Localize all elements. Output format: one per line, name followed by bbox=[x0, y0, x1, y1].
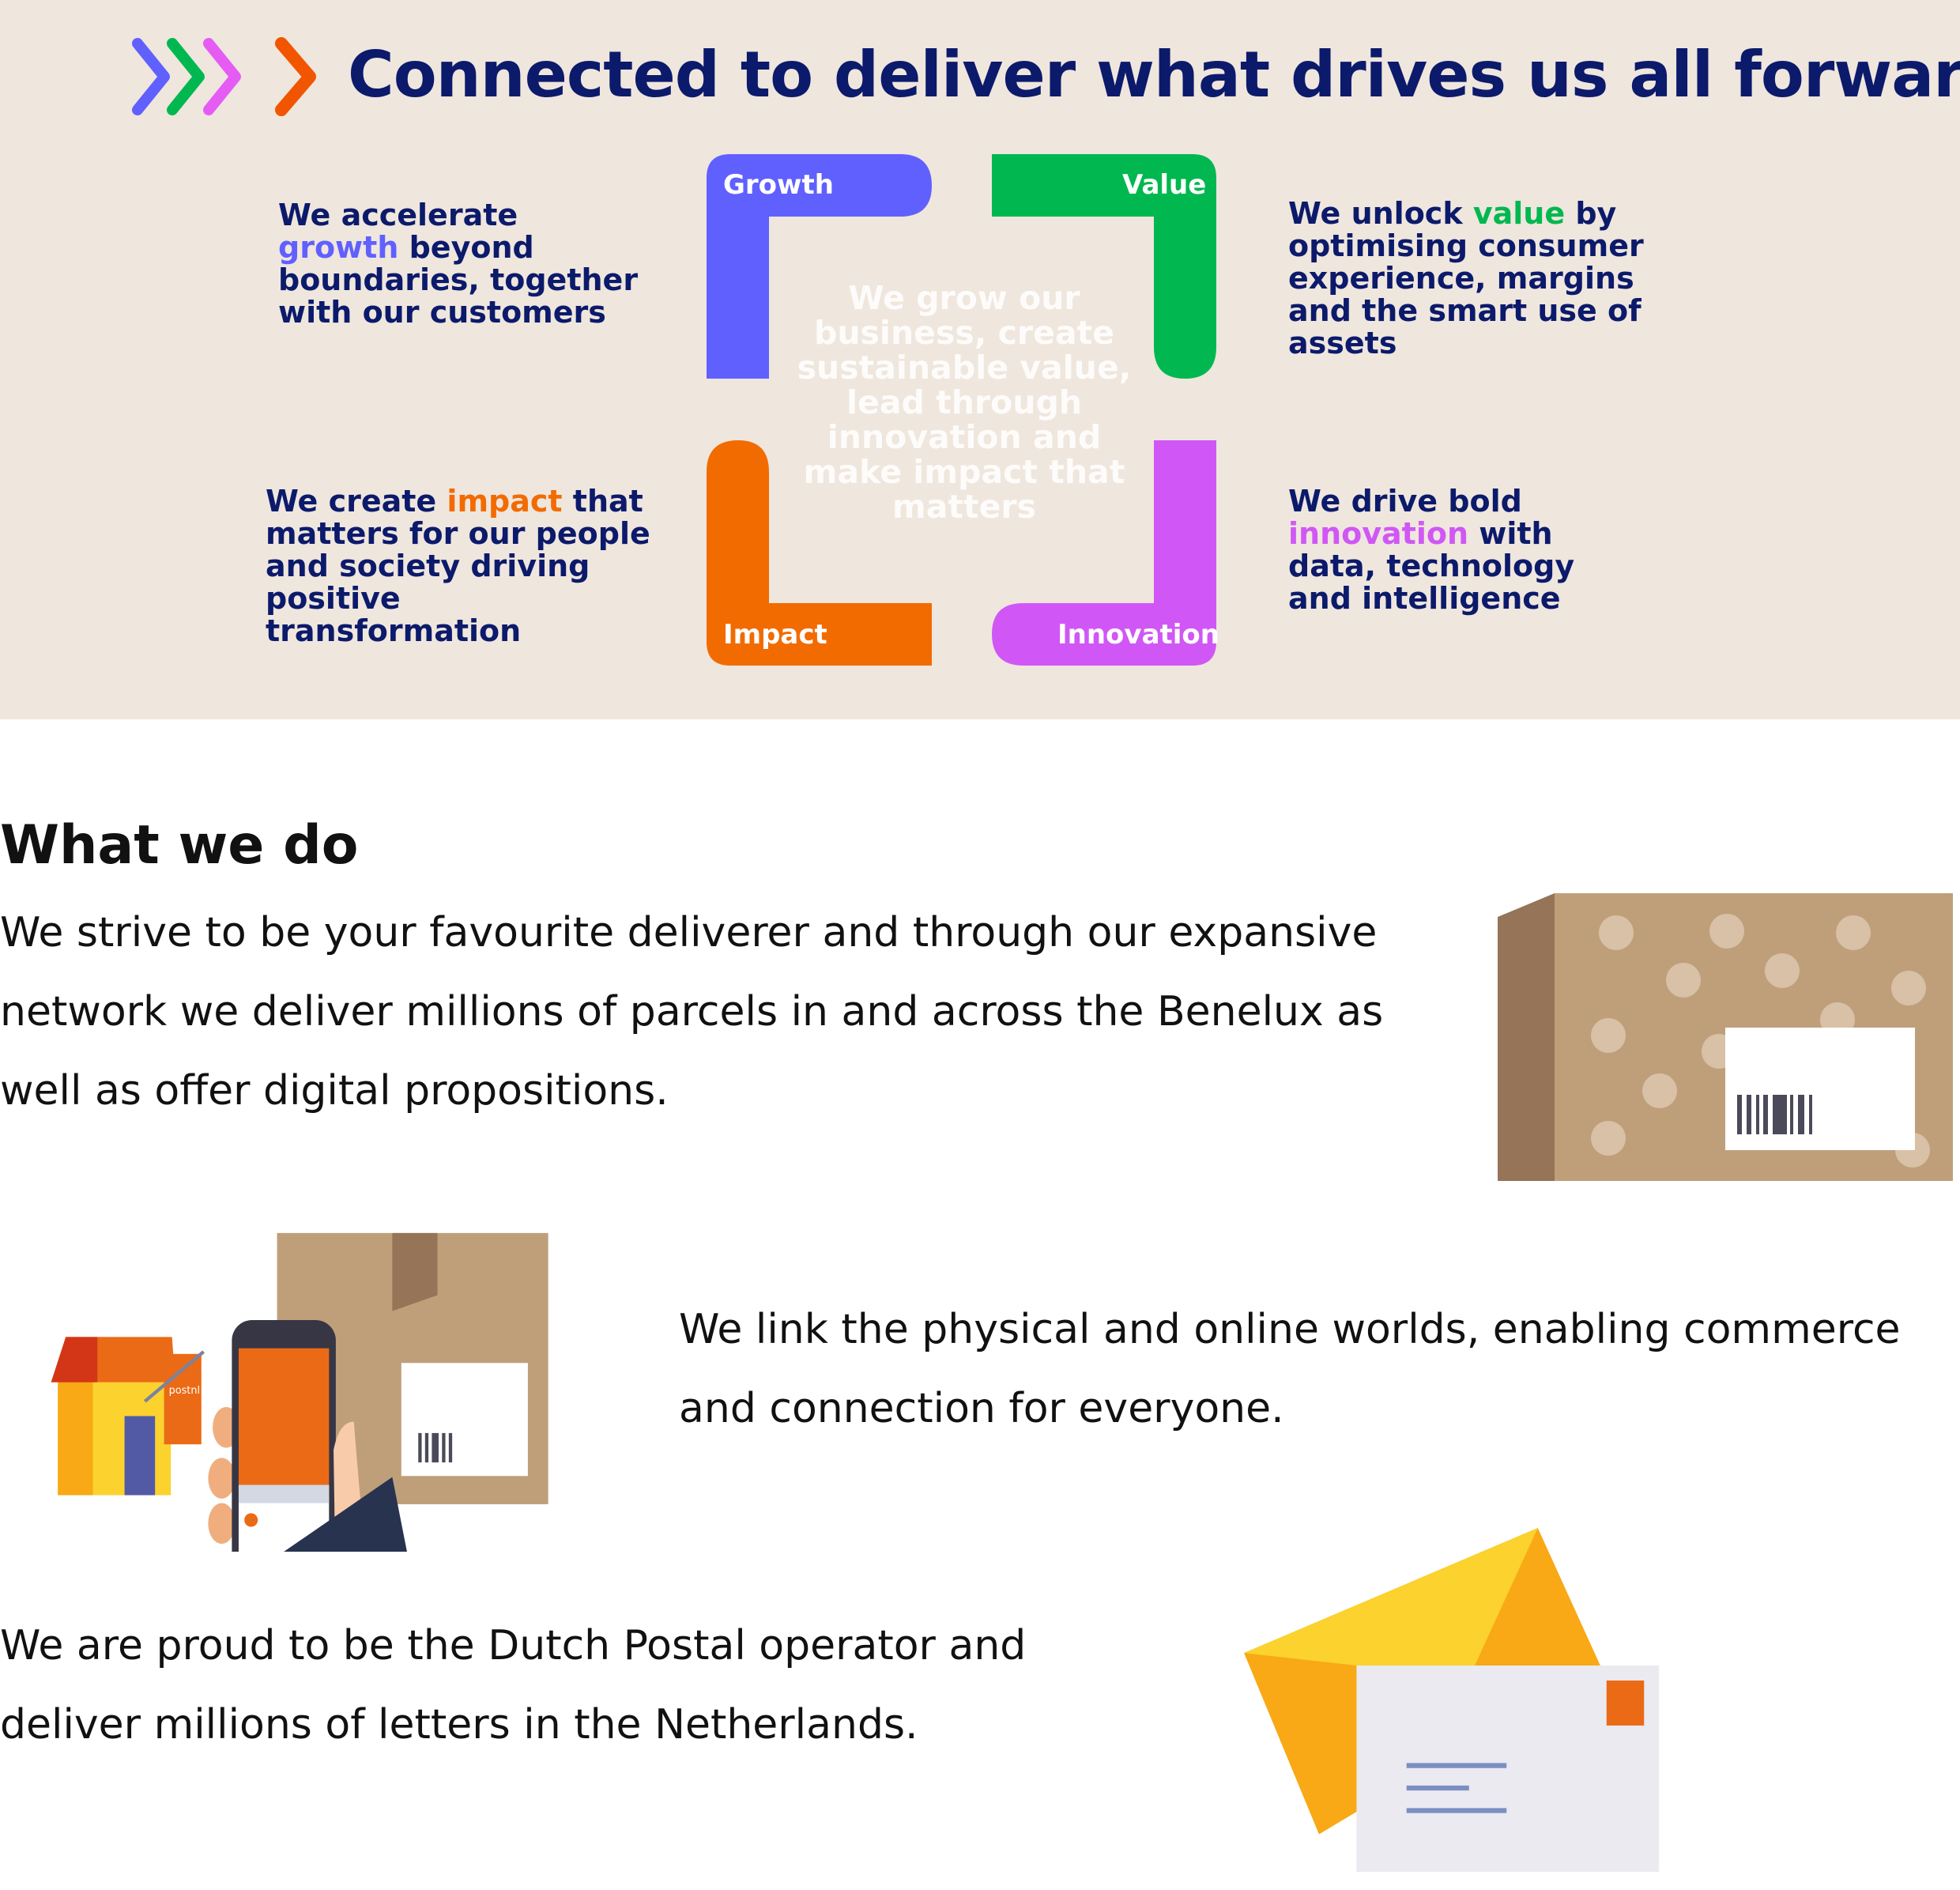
hero-section bbox=[0, 0, 1960, 719]
pillars-diagram bbox=[707, 154, 1216, 666]
value-label: Value bbox=[1122, 169, 1207, 201]
impact-shape bbox=[707, 440, 932, 666]
value-shape bbox=[992, 154, 1216, 379]
page-title: Connected to deliver what drives us all … bbox=[348, 38, 1960, 111]
phone-parcel-illustration: postnl bbox=[51, 1232, 548, 1552]
impact-label: Impact bbox=[723, 619, 827, 651]
letters-paragraph: We are proud to be the Dutch Postal oper… bbox=[0, 1622, 1027, 1749]
growth-label: Growth bbox=[723, 169, 834, 201]
parcels-paragraph: We strive to be your favourite deliverer… bbox=[0, 909, 1384, 1115]
impact-text: We create impact that matters for our pe… bbox=[266, 484, 650, 648]
center-statement: We grow our business, create sustainable… bbox=[797, 279, 1132, 526]
growth-shape bbox=[707, 154, 932, 379]
parcel-box-illustration bbox=[1498, 893, 1953, 1181]
innovation-shape bbox=[992, 440, 1216, 666]
postnl-logo: postnl bbox=[169, 1385, 201, 1397]
section-heading: What we do bbox=[0, 814, 359, 877]
link-paragraph: We link the physical and online worlds, … bbox=[679, 1306, 1901, 1432]
value-text: We unlock value by optimising consumer e… bbox=[1288, 196, 1644, 360]
envelope-illustration bbox=[1244, 1528, 1660, 1872]
growth-text: We accelerate growth beyond boundaries, … bbox=[278, 198, 639, 330]
innovation-label: Innovation bbox=[1057, 619, 1219, 651]
chevrons-icon bbox=[132, 37, 316, 116]
innovation-text: We drive bold innovation with data, tech… bbox=[1288, 484, 1575, 616]
